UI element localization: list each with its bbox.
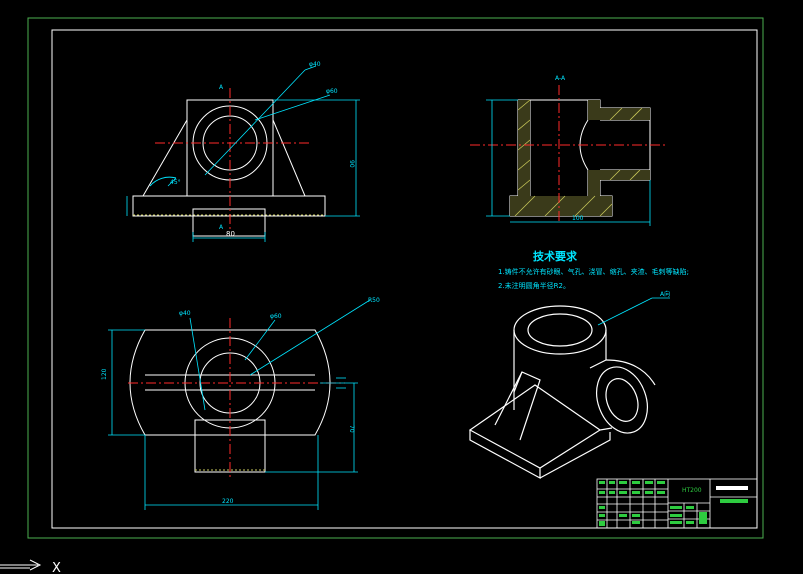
command-bar[interactable]: X xyxy=(0,559,61,574)
top-view-dimensions xyxy=(108,299,371,510)
iso-leader-label: A向 xyxy=(660,290,670,298)
isometric-leader xyxy=(597,297,670,326)
title-block-fills xyxy=(599,481,748,526)
front-dim-bottom: 80 xyxy=(226,230,235,238)
tech-line-2: 2.未注明圆角半径R2。 xyxy=(498,281,570,290)
section-view-dimensions xyxy=(486,99,651,226)
title-block xyxy=(596,478,758,529)
top-leader-label-1: φ40 xyxy=(179,310,191,317)
command-arrow-icon xyxy=(0,559,42,571)
close-icon[interactable]: X xyxy=(52,561,61,574)
title-block-material: HT200 xyxy=(682,487,702,494)
section-title: A-A xyxy=(555,75,566,82)
top-dim-right: 70 xyxy=(348,425,355,433)
front-view-centerlines xyxy=(155,88,310,232)
section-view-hatching xyxy=(510,99,650,217)
front-angle-label: 45° xyxy=(170,179,181,186)
front-leader-label-1: φ40 xyxy=(309,61,321,68)
top-dim-left: 120 xyxy=(101,368,108,380)
section-mark-top: A xyxy=(219,84,224,91)
front-view-dimensions xyxy=(126,65,360,242)
front-view xyxy=(132,99,326,237)
tech-line-1: 1.铸件不允许有砂眼、气孔、浇冒、缩孔、夹渣、毛刺等缺陷; xyxy=(498,267,689,276)
top-dim-bottom: 220 xyxy=(222,498,234,505)
section-dim-bottom: 100 xyxy=(572,215,584,222)
isometric-view xyxy=(468,305,656,480)
tech-requirements: 技术要求 1.铸件不允许有砂眼、气孔、浇冒、缩孔、夹渣、毛刺等缺陷; 2.未注明… xyxy=(498,249,689,290)
top-leader-label-2: φ60 xyxy=(270,313,282,320)
section-view-centerlines xyxy=(470,85,668,222)
top-view-centerlines xyxy=(128,318,345,478)
top-view-labels: φ40 φ60 R50 120 70 220 xyxy=(101,297,380,505)
section-view-labels: A-A 100 xyxy=(555,75,584,222)
section-mark-bottom: A xyxy=(219,224,224,231)
top-leader-label-3: R50 xyxy=(368,297,380,304)
front-view-labels: A A 80 90 φ40 φ60 45° xyxy=(170,61,355,238)
front-dim-right: 90 xyxy=(348,160,355,168)
front-leader-label-2: φ60 xyxy=(326,88,338,95)
drawing-frame xyxy=(27,17,764,539)
tech-title: 技术要求 xyxy=(533,249,578,263)
